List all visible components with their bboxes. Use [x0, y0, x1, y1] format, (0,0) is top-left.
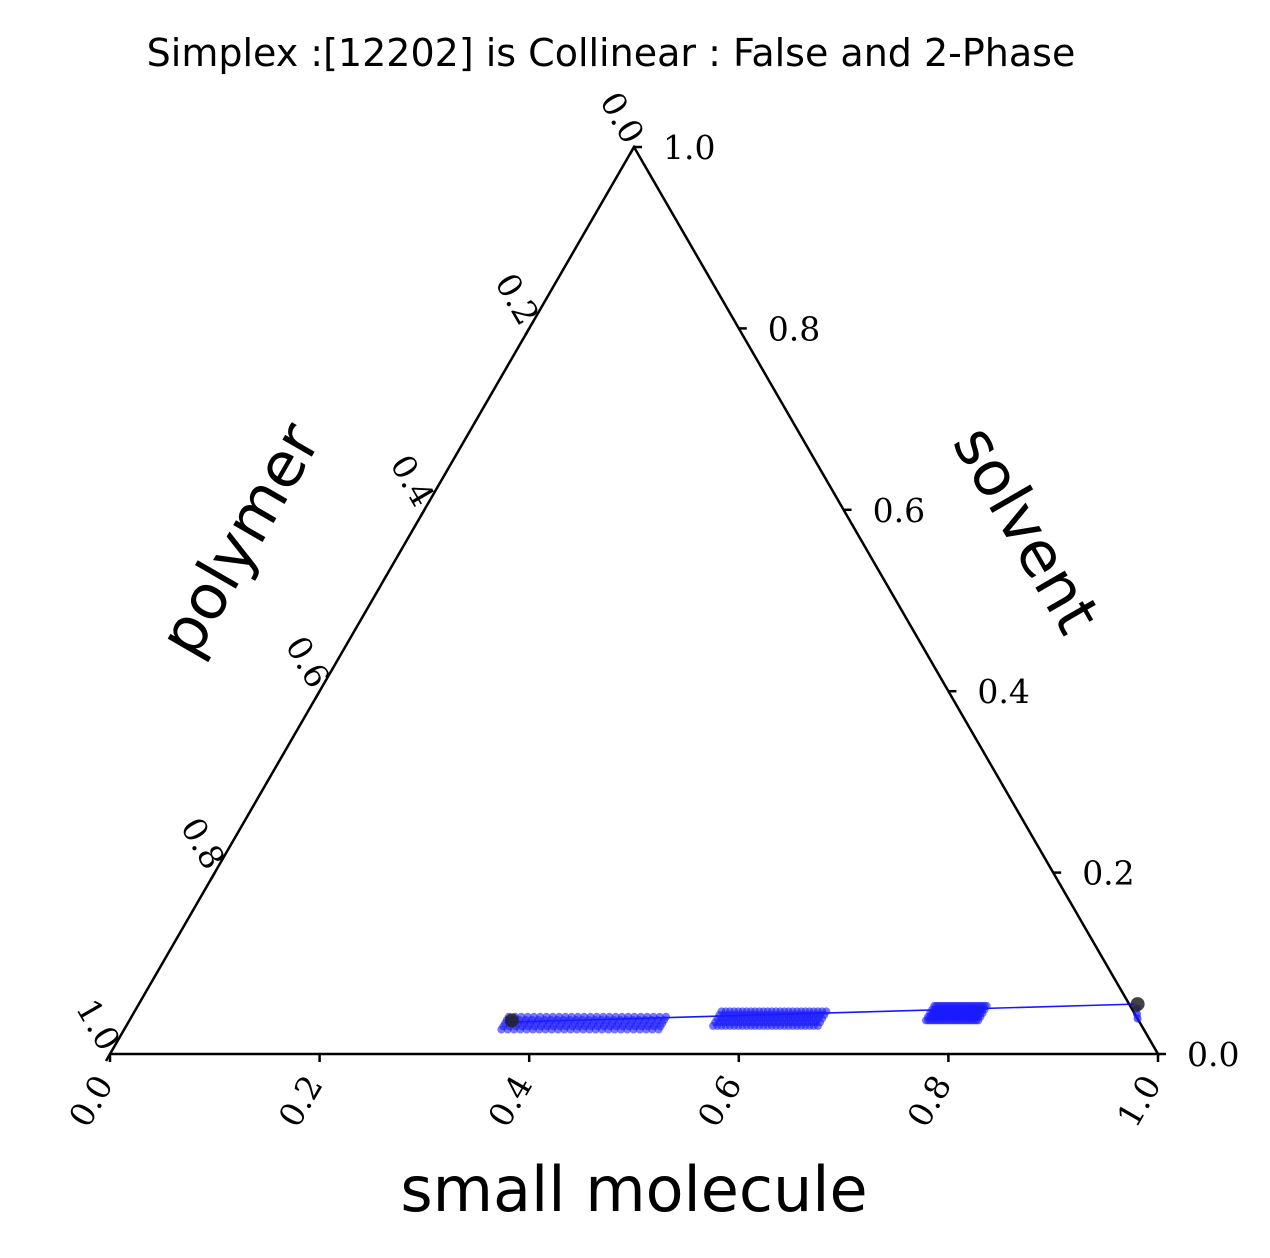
tie-line-vertices [504, 997, 1145, 1028]
right-tick-label: 0.4 [977, 672, 1029, 711]
bottom-tick-label: 0.2 [271, 1069, 331, 1134]
point-clusters [497, 1001, 1142, 1034]
left-tick [104, 1053, 112, 1062]
axis-ticks [104, 145, 1166, 1062]
left-tick-label: 0.0 [592, 85, 652, 150]
polymer-axis-label: polymer [144, 410, 335, 668]
data-point [822, 1007, 831, 1016]
data-point [662, 1012, 670, 1021]
left-tick [628, 146, 636, 155]
right-tick-label: 0.8 [768, 309, 820, 348]
right-tick-label: 1.0 [663, 128, 715, 167]
vertex-point [1130, 997, 1145, 1012]
x-axis-label: small molecule [400, 1153, 867, 1226]
bottom-tick-label: 0.4 [480, 1069, 540, 1134]
data-point [982, 1001, 991, 1010]
data-point [1133, 1014, 1142, 1023]
solvent-axis-label: solvent [939, 413, 1115, 645]
left-tick-label: 0.2 [487, 267, 547, 332]
left-tick-label: 1.0 [68, 992, 128, 1057]
left-tick [209, 871, 216, 881]
bottom-tick-label: 0.0 [61, 1069, 121, 1134]
bottom-tick-label: 1.0 [1109, 1069, 1169, 1134]
left-tick [314, 690, 321, 699]
bottom-tick-label: 0.6 [690, 1069, 750, 1134]
left-tick [419, 509, 426, 518]
left-tick-label: 0.6 [278, 629, 338, 694]
right-tick-label: 0.2 [1082, 854, 1134, 893]
simplex-frame [107, 144, 1161, 1056]
bottom-tick-label: 0.8 [899, 1069, 959, 1134]
right-tick-label: 0.6 [873, 491, 925, 530]
right-tick-label: 0.0 [1187, 1035, 1239, 1074]
left-tick-label: 0.8 [173, 811, 233, 876]
left-tick [524, 327, 531, 337]
vertex-point [504, 1013, 519, 1028]
left-tick-label: 0.4 [383, 448, 443, 513]
chart-title: Simplex :[12202] is Collinear : False an… [147, 31, 1076, 75]
